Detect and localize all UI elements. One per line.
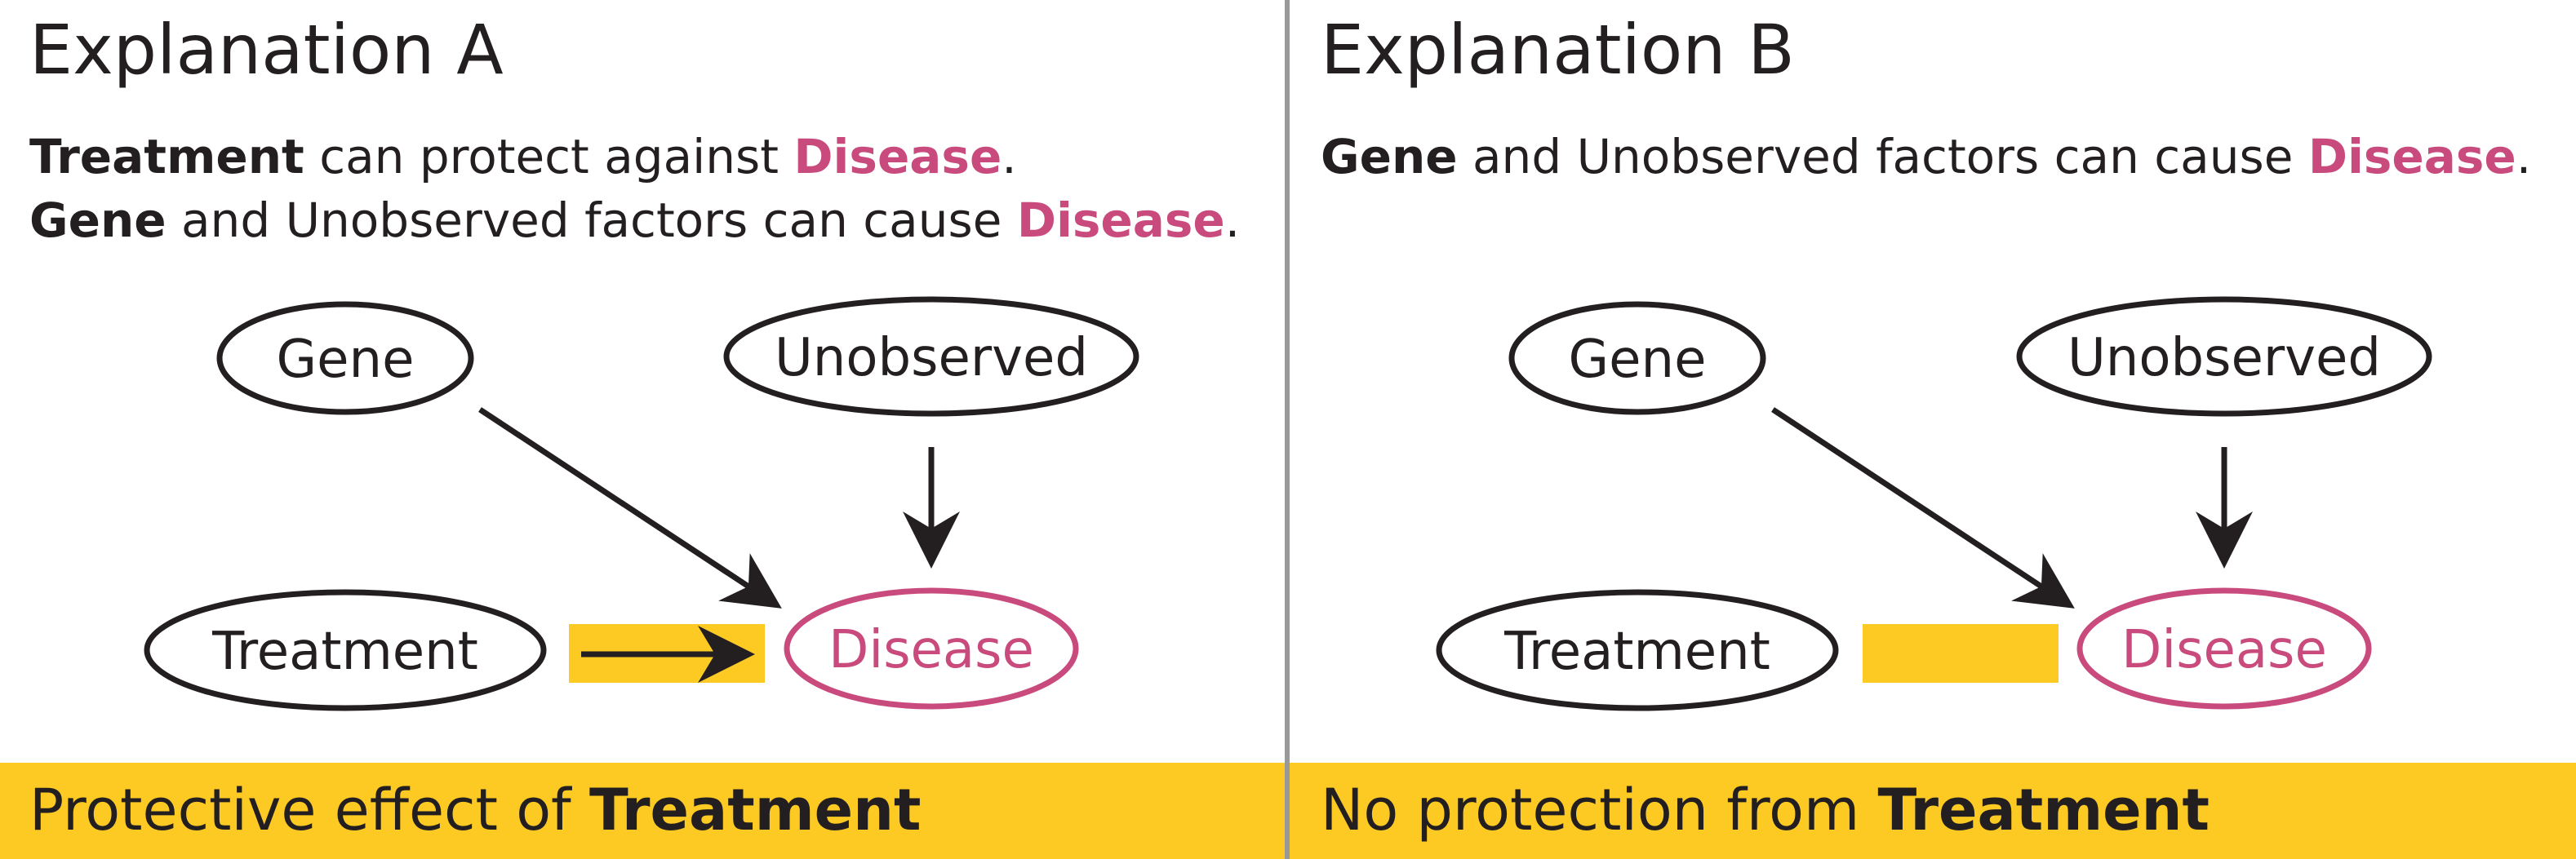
conclusion-text: Protective effect of Treatment bbox=[29, 777, 921, 844]
desc-text: and Unobserved factors can cause bbox=[1458, 129, 2308, 184]
description-line-1: Treatment can protect against Disease. bbox=[29, 129, 1017, 184]
desc-period: . bbox=[2516, 129, 2531, 184]
desc-term-disease: Disease bbox=[1017, 193, 1225, 248]
node-unobserved: Unobserved bbox=[2016, 296, 2432, 417]
desc-period: . bbox=[1002, 129, 1016, 184]
desc-text: can protect against bbox=[304, 129, 794, 184]
node-gene: Gene bbox=[1508, 301, 1766, 415]
node-disease: Disease bbox=[2076, 587, 2372, 710]
panel-divider bbox=[1285, 0, 1290, 859]
edge-gene-to-disease bbox=[478, 407, 782, 609]
panel-title: Explanation A bbox=[29, 10, 504, 90]
conclusion-bold: Treatment bbox=[1877, 777, 2209, 844]
edge-gene-to-disease bbox=[1771, 407, 2075, 609]
conclusion-plain: No protection from bbox=[1321, 777, 1877, 844]
panel-title: Explanation B bbox=[1321, 10, 1795, 90]
desc-text: and Unobserved factors can cause bbox=[167, 193, 1017, 248]
node-treatment: Treatment bbox=[1436, 589, 1839, 711]
conclusion-banner bbox=[1290, 763, 2576, 859]
desc-term-disease: Disease bbox=[2308, 129, 2516, 184]
desc-term-gene: Gene bbox=[1321, 129, 1458, 184]
treatment-effect-box-empty bbox=[1863, 624, 2059, 683]
node-label: Gene bbox=[1569, 330, 1707, 390]
node-label: Unobserved bbox=[775, 328, 1088, 388]
conclusion-text: No protection from Treatment bbox=[1321, 777, 2210, 844]
node-label: Unobserved bbox=[2067, 328, 2381, 388]
desc-term-disease: Disease bbox=[793, 129, 1002, 184]
node-disease: Disease bbox=[784, 587, 1079, 710]
node-unobserved: Unobserved bbox=[723, 296, 1139, 417]
node-gene: Gene bbox=[216, 301, 474, 415]
node-treatment: Treatment bbox=[144, 589, 547, 711]
panel-explanation-b: Explanation B Gene and Unobserved factor… bbox=[1290, 10, 2576, 859]
node-label: Treatment bbox=[211, 622, 478, 682]
node-label: Disease bbox=[2121, 620, 2327, 680]
description-line-2: Gene and Unobserved factors can cause Di… bbox=[29, 193, 1240, 248]
desc-term-gene: Gene bbox=[29, 193, 167, 248]
conclusion-plain: Protective effect of bbox=[29, 777, 589, 844]
node-label: Gene bbox=[277, 330, 415, 390]
conclusion-banner bbox=[0, 763, 1285, 859]
node-label: Treatment bbox=[1503, 622, 1770, 682]
panel-explanation-a: Explanation A Treatment can protect agai… bbox=[0, 10, 1285, 859]
desc-period: . bbox=[1225, 193, 1240, 248]
description-line-1: Gene and Unobserved factors can cause Di… bbox=[1321, 129, 2531, 184]
node-label: Disease bbox=[828, 620, 1034, 680]
desc-term-treatment: Treatment bbox=[29, 129, 304, 184]
conclusion-bold: Treatment bbox=[589, 777, 921, 844]
